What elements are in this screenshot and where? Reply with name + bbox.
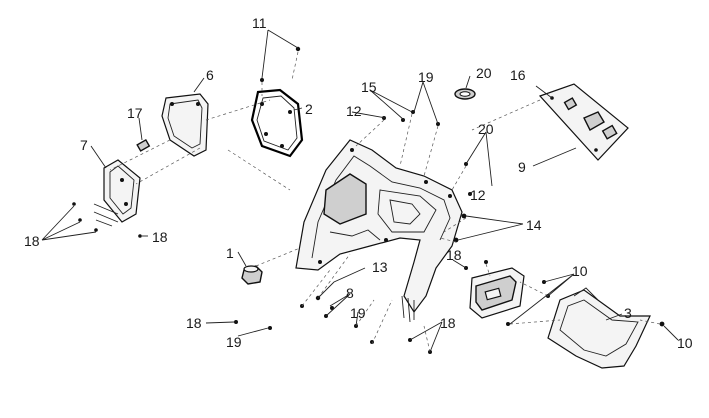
callout-20-top: 20 [476,65,492,81]
callout-10-right: 10 [677,335,693,351]
main-body-shell [295,139,463,323]
callout-13: 13 [372,259,388,275]
callout-18-bottom: 18 [440,315,456,331]
callout-14: 14 [526,217,542,233]
callout-16: 16 [510,67,526,83]
part-1-cap [241,265,263,285]
callout-9: 9 [518,159,526,175]
part-5-connector-block [469,267,525,319]
callout-6: 6 [206,67,214,83]
callout-18-left: 18 [24,233,40,249]
part-17-fastener [136,138,151,152]
callout-19-lower-left: 19 [226,334,242,350]
callout-15: 15 [361,79,377,95]
part-6-panel [161,93,209,157]
callout-2: 2 [305,101,313,117]
callout-10-top: 10 [572,263,588,279]
part-3-lower-tray [547,287,651,369]
callout-18-bracket: 18 [152,229,168,245]
assembly-dashed-lines [109,51,661,353]
callout-18-mid: 18 [446,247,462,263]
callout-3: 3 [624,305,632,321]
part-7-bracket [93,159,141,227]
callout-12-mid: 12 [470,187,486,203]
part-2-cover-gasket [250,88,304,158]
callout-18-lower-left: 18 [186,315,202,331]
callout-17: 17 [127,105,143,121]
callout-19-bottom: 19 [350,305,366,321]
part-20-ring [454,88,476,100]
callout-12-top: 12 [346,103,362,119]
callout-8: 8 [346,285,354,301]
callout-1: 1 [226,245,234,261]
callout-labels: 11 2 6 17 7 18 18 1 18 19 12 15 19 20 20… [24,15,693,351]
part-9-switch-plate [538,83,629,161]
callout-11: 11 [252,15,267,31]
callout-20-mid: 20 [478,121,494,137]
callout-19-top: 19 [418,69,434,85]
callout-leaders [41,29,679,353]
callout-7: 7 [80,137,88,153]
